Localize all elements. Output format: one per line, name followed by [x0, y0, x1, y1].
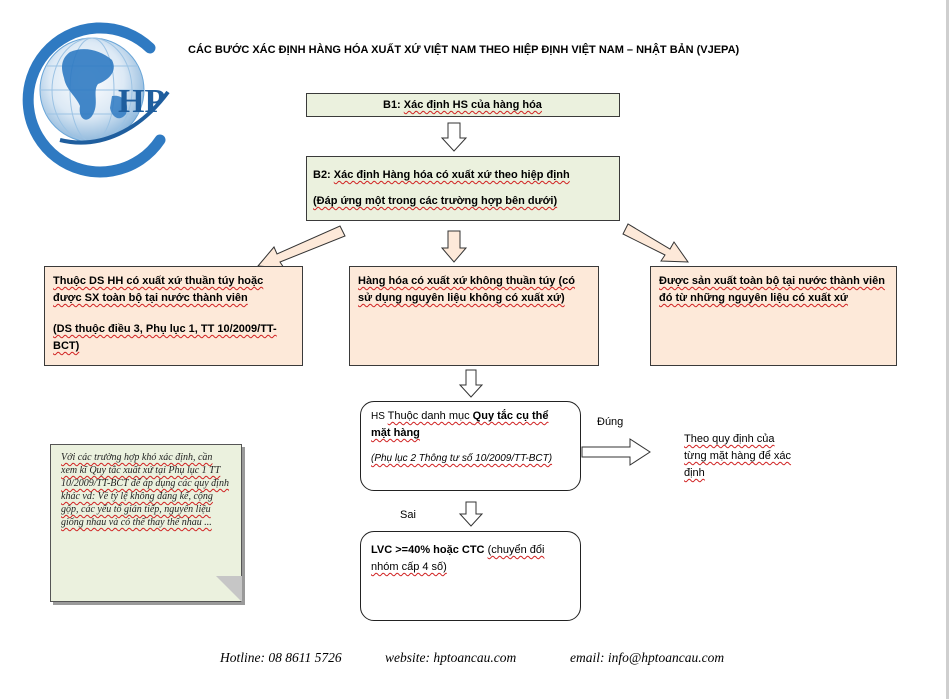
- arrow-b2-case3: [622, 223, 689, 263]
- label-no: Sai: [400, 509, 416, 521]
- arrow-b2-case2: [440, 230, 468, 263]
- hs-text-a: Thuộc danh mục: [387, 410, 473, 422]
- step-b2-line1: Xác định Hàng hóa có xuất xứ theo hiệp đ…: [333, 169, 570, 181]
- step-b2-prefix: B2:: [313, 169, 334, 181]
- step-b2-line2: (Đáp ứng một trong các trường hợp bên dư…: [313, 195, 558, 207]
- hs-text-b: Quy tắc cụ thể mặt hàng: [371, 410, 549, 439]
- arrow-b2-case1: [256, 225, 346, 269]
- case-non-pure-origin-box: Hàng hóa có xuất xứ không thuần túy (có …: [349, 266, 599, 366]
- arrow-hs-yes: [581, 438, 651, 466]
- case-pure-origin-ref: (DS thuộc điều 3, Phụ lục 1, TT 10/2009/…: [53, 323, 277, 352]
- label-yes: Đúng: [597, 416, 624, 428]
- case-pure-origin-box: Thuộc DS HH có xuất xứ thuần túy hoặc đư…: [44, 266, 303, 366]
- note-callout: Với các trường hợp khó xác định, cần xem…: [50, 444, 242, 602]
- arrow-case2-hs: [458, 369, 484, 398]
- lvc-rest: (chuyển đổi nhóm cấp 4 số): [371, 544, 545, 573]
- note-text: Với các trường hợp khó xác định, cần xem…: [61, 452, 229, 528]
- case-originating-materials-box: Được sản xuất toàn bộ tại nước thành viê…: [650, 266, 897, 366]
- hs-ref: (Phụ lục 2 Thông tư số 10/2009/TT-BCT): [371, 453, 553, 464]
- footer-website: website: hptoancau.com: [385, 650, 517, 665]
- result-yes-text: Theo quy định của từng mặt hàng để xác đ…: [684, 433, 792, 479]
- footer-email: email: info@hptoancau.com: [570, 650, 725, 665]
- arrow-b1-b2: [440, 122, 468, 152]
- step-b1-text: Xác định HS của hàng hóa: [403, 99, 542, 111]
- case-non-pure-origin-text: Hàng hóa có xuất xứ không thuần túy (có …: [358, 275, 575, 304]
- footer-hotline: Hotline: 08 8611 5726: [220, 650, 342, 665]
- globe-icon: [22, 22, 170, 178]
- lvc-bold: LVC >=40% hoặc CTC: [371, 544, 488, 556]
- case-pure-origin-text: Thuộc DS HH có xuất xứ thuần túy hoặc đư…: [53, 275, 264, 304]
- hs-psr-box: HS Thuộc danh mục Quy tắc cụ thể mặt hàn…: [360, 401, 581, 491]
- logo-text: HP: [118, 83, 165, 120]
- arrow-hs-no: [458, 501, 484, 527]
- note-fold-corner: [216, 576, 242, 602]
- lvc-ctc-box: LVC >=40% hoặc CTC (chuyển đổi nhóm cấp …: [360, 531, 581, 621]
- step-b1-box: B1: Xác định HS của hàng hóa: [306, 93, 620, 117]
- hs-prefix: HS: [371, 411, 388, 422]
- page-edge: [946, 0, 949, 699]
- page-title: CÁC BƯỚC XÁC ĐỊNH HÀNG HÓA XUẤT XỨ VIỆT …: [188, 44, 740, 56]
- step-b2-box: B2: Xác định Hàng hóa có xuất xứ theo hi…: [306, 156, 620, 221]
- step-b1-prefix: B1:: [383, 99, 404, 111]
- case-originating-materials-text: Được sản xuất toàn bộ tại nước thành viê…: [659, 275, 885, 304]
